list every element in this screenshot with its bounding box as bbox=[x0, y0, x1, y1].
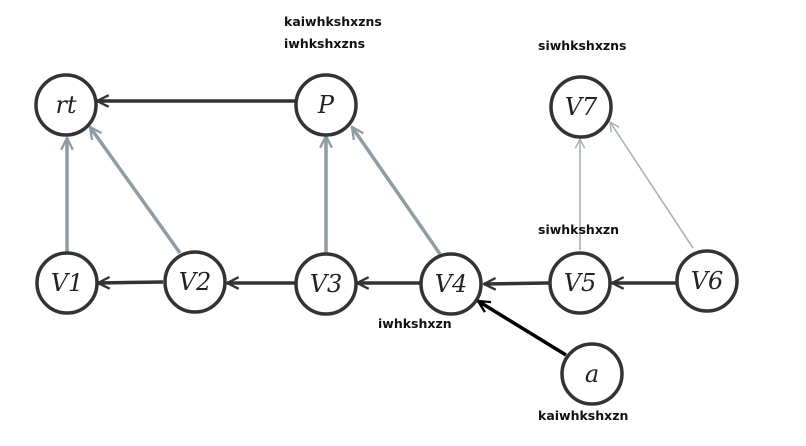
label-a: kaiwhkshxzn bbox=[538, 408, 628, 423]
node-v5: V5 bbox=[548, 251, 612, 315]
node-p-label: P bbox=[317, 91, 335, 119]
node-v3-label: V3 bbox=[310, 270, 343, 298]
node-v7-label: V7 bbox=[565, 93, 598, 121]
node-v2-label: V2 bbox=[179, 268, 212, 296]
edge-v4-to-p bbox=[352, 127, 442, 255]
label-v4: iwhkshxzn bbox=[378, 316, 452, 331]
node-rt-label: rt bbox=[55, 91, 76, 119]
node-v7: V7 bbox=[549, 75, 613, 139]
node-v5-label: V5 bbox=[564, 269, 597, 297]
label-v7: siwhkshxzns bbox=[538, 38, 627, 53]
edge-v2-to-v1 bbox=[98, 282, 164, 283]
node-a-label: a bbox=[585, 360, 599, 388]
node-v1-label: V1 bbox=[51, 269, 84, 297]
label-top-line1: kaiwhkshxzns bbox=[284, 14, 382, 29]
node-a: a bbox=[560, 342, 624, 406]
node-v6: V6 bbox=[675, 249, 739, 313]
node-v4: V4 bbox=[419, 252, 483, 316]
edge-v6-to-v7 bbox=[610, 122, 694, 249]
label-top-line2: iwhkshxzns bbox=[284, 36, 365, 51]
node-p: P bbox=[294, 73, 358, 137]
node-v3: V3 bbox=[294, 252, 358, 316]
edge-v2-to-rt bbox=[90, 127, 182, 255]
edge-v5-to-v4 bbox=[484, 283, 550, 284]
node-v1: V1 bbox=[35, 251, 99, 315]
label-v5: siwhkshxzn bbox=[538, 222, 619, 237]
node-v6-label: V6 bbox=[691, 267, 724, 295]
edge-a-to-v4 bbox=[478, 299, 567, 357]
node-rt: rt bbox=[34, 73, 98, 137]
node-v4-label: V4 bbox=[435, 270, 468, 298]
node-v2: V2 bbox=[163, 250, 227, 314]
